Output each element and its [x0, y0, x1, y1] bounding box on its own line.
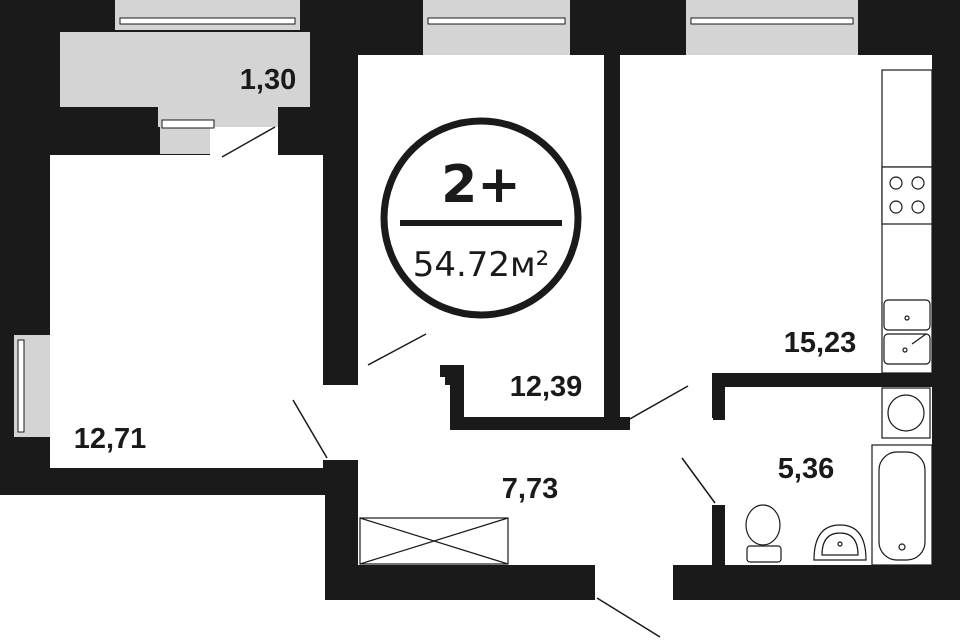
balcony-door-passage	[160, 126, 210, 154]
inner-walls	[278, 55, 932, 567]
room-area-bedroom-middle: 12,39	[510, 371, 583, 403]
apartment-total-area: 54.72м²	[413, 245, 550, 285]
sink-icon	[883, 299, 931, 365]
window-icon	[14, 0, 858, 437]
door-swing-icon	[221, 126, 716, 638]
room-area-bedroom-left: 12,71	[74, 423, 147, 455]
washbasin-icon	[813, 524, 867, 561]
toilet-icon	[745, 504, 782, 563]
washing-machine-icon	[881, 387, 931, 439]
room-area-bathroom: 5,36	[778, 453, 834, 485]
wardrobe-icon	[359, 517, 509, 565]
bathtub-icon	[871, 444, 933, 566]
apartment-badge: 2+ 54.72м²	[380, 117, 582, 319]
balcony-floor	[60, 32, 310, 107]
apartment-type: 2+	[441, 155, 521, 215]
room-area-balcony: 1,30	[240, 64, 296, 96]
stove-icon	[881, 166, 933, 225]
room-area-kitchen-living: 15,23	[784, 327, 857, 359]
badge-ring	[380, 117, 582, 319]
room-area-hallway: 7,73	[502, 473, 558, 505]
